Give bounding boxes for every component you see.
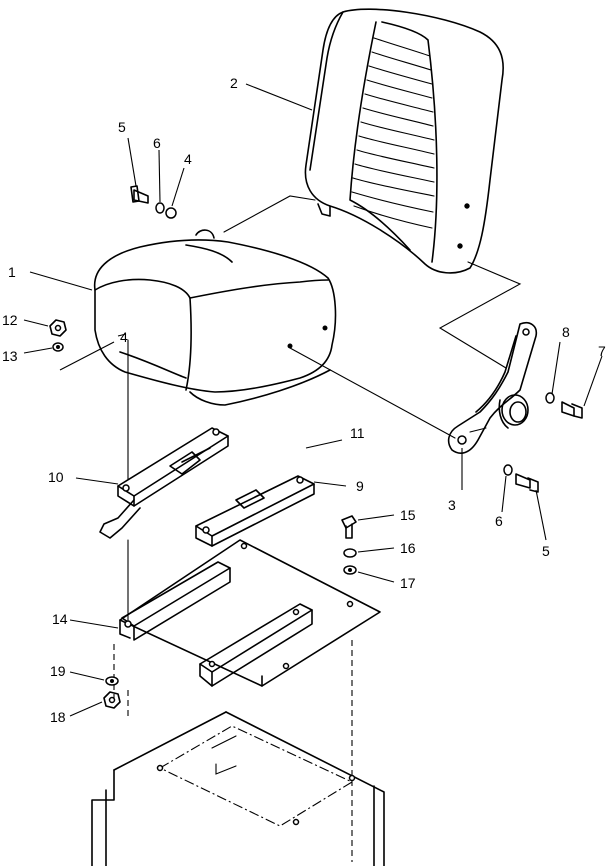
callout-16: 16	[400, 540, 416, 556]
callout-9: 9	[356, 478, 364, 494]
callout-10: 10	[48, 469, 64, 485]
seat-back-ribs	[351, 37, 435, 229]
callout-17: 17	[400, 575, 416, 591]
callout-19: 19	[50, 663, 66, 679]
callout-1: 1	[8, 264, 16, 280]
callout-2: 2	[230, 75, 238, 91]
callout-8: 8	[562, 324, 570, 340]
callout-12: 12	[2, 312, 18, 328]
callout-labels: 1 2 3 4 4 5 5 6 6 7 8 9 10 11 12 13 14 1…	[2, 75, 606, 725]
callout-4-left: 4	[120, 329, 128, 345]
callout-11: 11	[350, 425, 365, 441]
callout-5-right: 5	[542, 543, 550, 559]
callout-6-top: 6	[153, 135, 161, 151]
cab-frame	[91, 711, 385, 866]
callout-3: 3	[448, 497, 456, 513]
assembly-lines	[223, 195, 522, 439]
leader-lines	[23, 83, 603, 717]
callout-4-top: 4	[184, 151, 192, 167]
seat-cushion	[93, 229, 337, 406]
base-plate	[119, 539, 381, 687]
recliner-bracket	[447, 321, 538, 454]
callout-7: 7	[598, 343, 606, 359]
alignment-lines	[113, 339, 353, 862]
callout-15: 15	[400, 507, 416, 523]
callout-13: 13	[2, 348, 18, 364]
callout-6-right: 6	[495, 513, 503, 529]
seat-back	[304, 8, 504, 274]
callout-18: 18	[50, 709, 66, 725]
callout-5-top: 5	[118, 119, 126, 135]
hardware	[49, 185, 583, 709]
slide-rail-left	[99, 427, 229, 539]
slide-rail-right	[195, 475, 315, 547]
callout-14: 14	[52, 611, 68, 627]
